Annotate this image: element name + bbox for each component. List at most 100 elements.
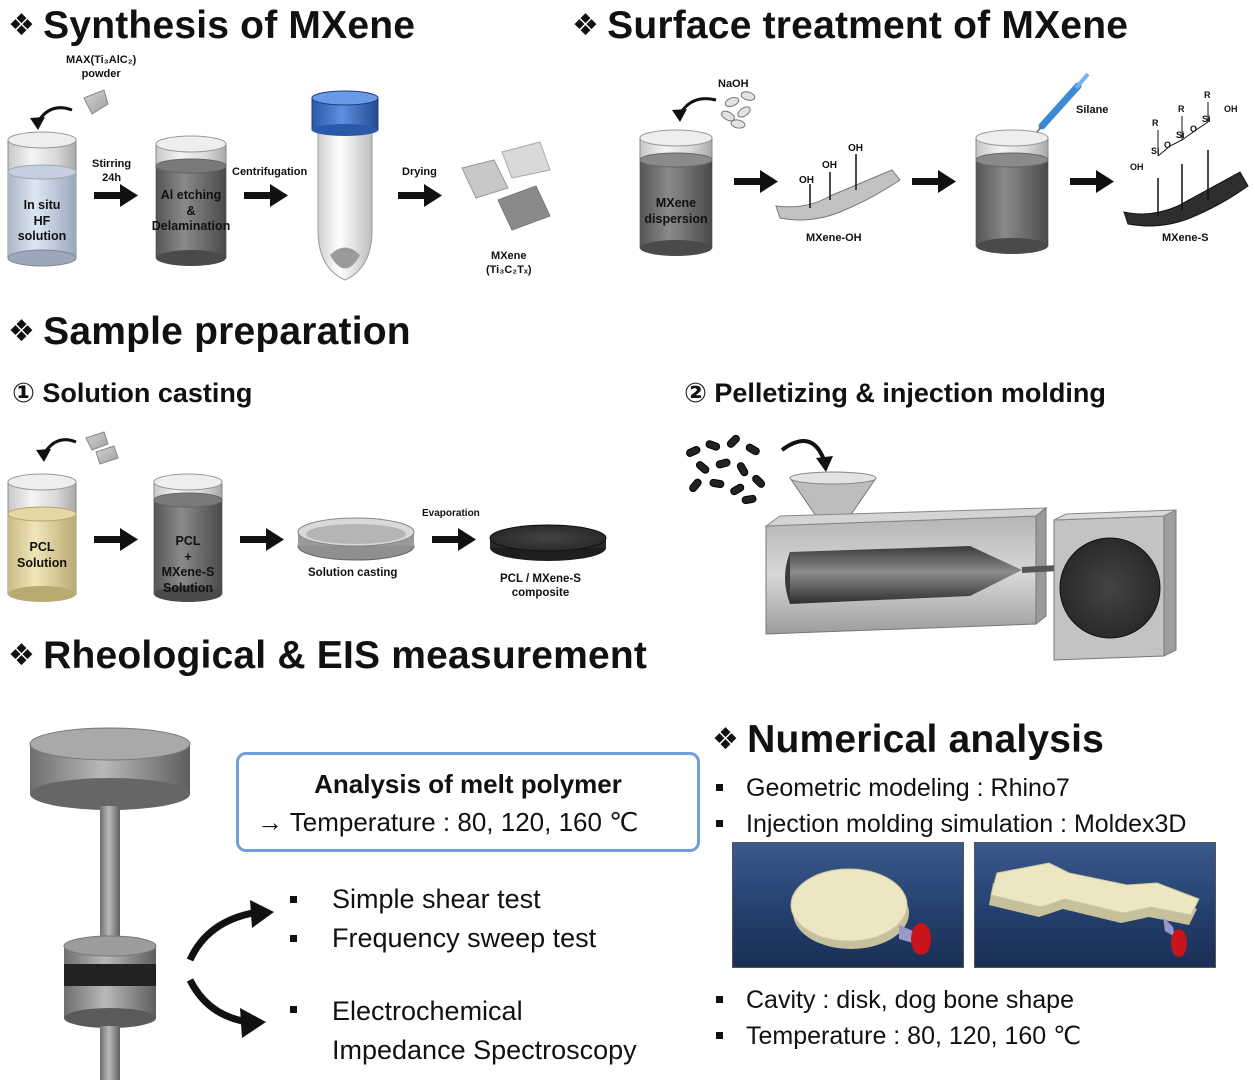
rheometer-top-plate	[29, 727, 191, 810]
silane-si-2: Si	[1176, 130, 1185, 140]
curved-arrow-up-icon	[186, 908, 259, 962]
diamond-bullet-icon: ❖	[712, 723, 740, 756]
dog-bone-cavity-model	[989, 862, 1200, 957]
arrow-to-mxene-s	[1070, 178, 1098, 185]
mxene-oh-sheet	[775, 154, 901, 221]
beaker-silane	[975, 129, 1049, 254]
melt-polymer-title: Analysis of melt polymer	[314, 769, 622, 799]
title-rheology-eis: ❖Rheological & EIS measurement	[8, 634, 648, 677]
hf-solution-label: In situ HF solution	[17, 198, 67, 244]
pcl-mxene-solution-label: PCL + MXene-S Solution	[161, 534, 215, 595]
silane-si-3: Si	[1202, 114, 1211, 124]
composite-label: PCL / MXene-S composite	[500, 573, 581, 600]
arrow-mix	[94, 536, 122, 543]
synthesis-diagram	[7, 89, 551, 281]
beaker-pcl-solution	[7, 473, 77, 602]
title-synthesis: ❖Synthesis of MXene	[8, 4, 416, 47]
barrel-icon	[764, 506, 1059, 635]
oh-label-3: OH	[848, 143, 863, 154]
square-bullet-icon	[716, 996, 723, 1003]
silane-r-3: R	[1204, 90, 1211, 100]
syringe-icon	[1031, 72, 1090, 139]
casting-dish-icon	[297, 517, 415, 561]
rheometer-sample-cell	[63, 935, 157, 1028]
diamond-bullet-icon: ❖	[8, 639, 36, 672]
mxene-label: MXene (Ti₃C₂Tₓ)	[486, 250, 532, 276]
injection-molding-diagram	[686, 434, 1177, 661]
solution-casting-label: Solution casting	[308, 567, 398, 579]
diamond-bullet-icon: ❖	[572, 9, 600, 42]
centrifuge-tube-icon	[311, 90, 379, 281]
pellets-icon	[686, 434, 766, 505]
naoh-label: NaOH	[718, 78, 749, 90]
etching-label: Al etching & Delamination	[151, 188, 231, 234]
list-item: Frequency sweep test	[290, 919, 596, 958]
pelletizing-title: ② Pelletizing & injection molding	[684, 378, 1106, 408]
silane-label: Silane	[1076, 104, 1109, 116]
drying-label: Drying	[402, 166, 437, 178]
curved-arrow-icon	[780, 439, 826, 461]
arrow-centrifugation	[244, 192, 272, 199]
melt-polymer-box: Analysis of melt polymer → Temperature :…	[236, 752, 700, 852]
beaker-hf-solution	[7, 131, 77, 267]
beaker-pcl-mxene-solution	[153, 473, 223, 602]
curved-arrow-down-icon	[186, 978, 249, 1026]
title-numerical-analysis: ❖Numerical analysis	[712, 718, 1105, 761]
beaker-mxene-dispersion	[639, 129, 713, 256]
mxene-oh-label: MXene-OH	[806, 232, 862, 244]
square-bullet-icon	[716, 784, 723, 791]
square-bullet-icon	[716, 1032, 723, 1039]
oh-label-2: OH	[822, 160, 837, 171]
diamond-bullet-icon: ❖	[8, 9, 36, 42]
silane-o-1: O	[1164, 140, 1172, 150]
surface-treatment-diagram	[639, 72, 1249, 256]
arrow-drying	[398, 192, 426, 199]
pcl-solution-label: PCL Solution	[17, 540, 67, 570]
mxene-flake-icon	[85, 431, 109, 451]
evaporation-label: Evaporation	[422, 508, 480, 519]
simulation-screenshot-dog-bone	[974, 842, 1216, 968]
list-item: Injection molding simulation : Moldex3D	[716, 806, 1187, 842]
square-bullet-icon	[290, 896, 297, 903]
composite-disk-icon	[489, 524, 607, 561]
arrow-to-silane	[912, 178, 940, 185]
solution-casting-diagram	[7, 431, 607, 602]
rheology-tests-list: Simple shear test Frequency sweep test	[290, 880, 596, 958]
stirring-label: Stirring 24h	[92, 158, 132, 184]
mxene-s-sheet	[1123, 102, 1249, 227]
mxene-sheets-icon	[461, 141, 551, 231]
max-powder-label: MAX(Ti₃AlC₂) powder	[66, 54, 137, 80]
arrow-stirring	[94, 192, 122, 199]
simulation-screenshot-disk	[732, 842, 964, 968]
centrifugation-label: Centrifugation	[232, 166, 308, 178]
numerical-list: Geometric modeling : Rhino7 Injection mo…	[716, 770, 1187, 842]
list-item: Simple shear test	[290, 880, 596, 919]
silane-si-1: Si	[1151, 146, 1160, 156]
diamond-bullet-icon: ❖	[8, 315, 36, 348]
silane-oh-2: OH	[1224, 104, 1238, 114]
disk-cavity-model	[790, 868, 931, 955]
powder-flake-icon	[83, 89, 109, 115]
mxene-s-label: MXene-S	[1162, 232, 1209, 244]
solution-casting-title: ① Solution casting	[12, 378, 253, 408]
square-bullet-icon	[290, 1006, 297, 1013]
rheometer-arrows	[186, 900, 274, 1038]
silane-r-2: R	[1178, 104, 1185, 114]
silane-oh-1: OH	[1130, 162, 1144, 172]
list-item: Geometric modeling : Rhino7	[716, 770, 1187, 806]
oh-label-1: OH	[799, 175, 814, 186]
list-item: Temperature : 80, 120, 160 ℃	[716, 1018, 1081, 1054]
square-bullet-icon	[716, 820, 723, 827]
rheometer-diagram	[29, 727, 191, 1080]
square-bullet-icon	[290, 935, 297, 942]
arrow-cast	[240, 536, 268, 543]
melt-polymer-temperature: → Temperature : 80, 120, 160 ℃	[257, 807, 639, 837]
numerical-list-2: Cavity : disk, dog bone shape Temperatur…	[716, 982, 1081, 1054]
mxene-dispersion-label: MXene dispersion	[644, 196, 708, 226]
title-sample-preparation: ❖Sample preparation	[8, 310, 411, 353]
rheometer-shaft	[100, 806, 120, 946]
naoh-pellets-icon	[721, 91, 756, 129]
rheometer-shaft-lower	[100, 1026, 120, 1080]
